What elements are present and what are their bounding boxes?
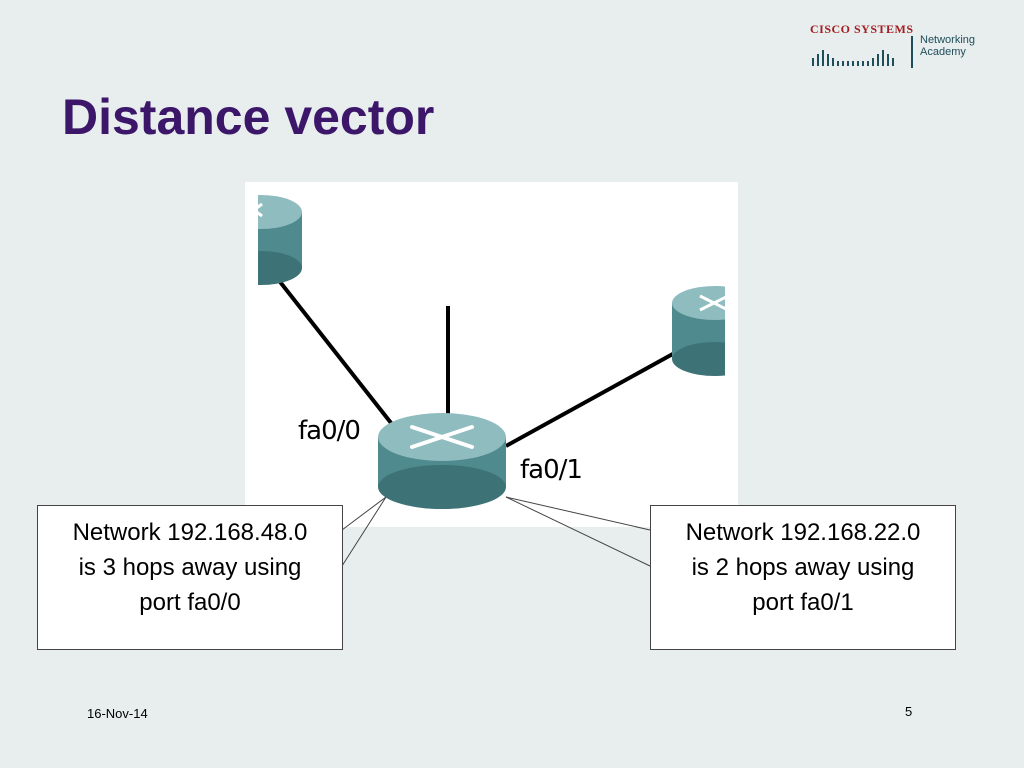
callout-right-line-2: is 2 hops away using	[691, 554, 915, 581]
cisco-systems-wordmark: CISCO SYSTEMS	[810, 22, 914, 36]
router-right-icon	[672, 286, 725, 376]
academy-line-2: Academy	[920, 46, 966, 58]
link-top-left	[275, 276, 397, 430]
link-top-right	[505, 348, 681, 448]
port-label-fa0-0: fa0/0	[298, 416, 361, 446]
cisco-bridge-icon	[812, 50, 894, 66]
callout-left-line-1: Network 192.168.48.0	[72, 519, 308, 546]
footer-date: 16-Nov-14	[87, 706, 148, 721]
slide-title: Distance vector	[62, 89, 435, 145]
callout-right-pointer	[505, 496, 651, 567]
callout-left: Network 192.168.48.0 is 3 hops away usin…	[37, 505, 343, 650]
callout-right: Network 192.168.22.0 is 2 hops away usin…	[650, 505, 956, 650]
page-number: 5	[905, 704, 913, 719]
router-center-icon	[378, 413, 506, 509]
callout-left-line-3: port fa0/0	[139, 589, 241, 616]
port-label-fa0-1: fa0/1	[520, 455, 583, 485]
callout-left-line-2: is 3 hops away using	[78, 554, 302, 581]
network-links	[275, 276, 681, 448]
cisco-networking-academy-logo: CISCO SYSTEMS Networking Academy	[810, 22, 1000, 72]
callout-right-line-1: Network 192.168.22.0	[685, 519, 921, 546]
academy-line-1: Networking	[920, 34, 976, 46]
callout-pointers	[341, 496, 651, 567]
callout-left-pointer	[341, 496, 387, 567]
router-top-left-icon	[258, 195, 302, 285]
logo-divider	[911, 36, 913, 68]
academy-wordmark: Networking Academy	[920, 34, 975, 58]
callout-right-line-3: port fa0/1	[752, 589, 854, 616]
